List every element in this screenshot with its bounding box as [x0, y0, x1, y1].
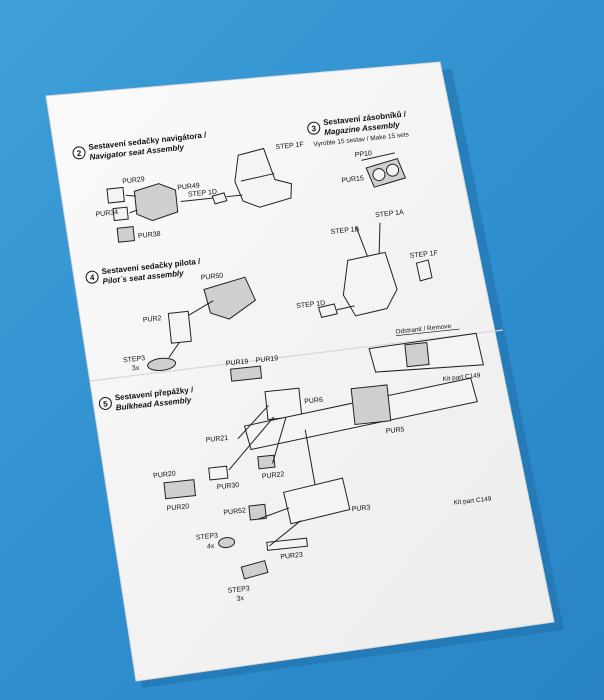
label-step3-a: STEP3: [123, 355, 146, 364]
label-pur49: PUR49: [177, 182, 200, 191]
label-pur2: PUR2: [143, 315, 162, 324]
part-step1f-b: [415, 259, 433, 282]
label-pur29: PUR29: [122, 176, 145, 185]
label-3x-a: 3x: [132, 365, 141, 373]
label-step3-c: STEP3: [227, 585, 250, 594]
label-step1d-b: STEP 1D: [296, 300, 326, 310]
label-pur6: PUR6: [304, 397, 323, 406]
label-pur3: PUR3: [351, 504, 370, 513]
part-pur20: [163, 479, 197, 500]
part-pur29: [106, 186, 125, 204]
part-pur3: [283, 477, 351, 525]
label-step1a: STEP 1A: [375, 209, 405, 219]
label-pur20-b: PUR20: [166, 503, 189, 512]
label-step3-b: STEP3: [196, 532, 219, 541]
label-step1f-a: STEP 1F: [275, 141, 304, 151]
fold-crease: [89, 329, 504, 382]
part-pur38: [116, 226, 136, 243]
part-step1d-b: [317, 303, 338, 318]
step2-diagram: PUR29 PUR34 PUR49 PUR38 STEP 1D STEP 1F: [95, 141, 304, 243]
step3-number-circle: [307, 121, 321, 135]
part-pur2: [167, 310, 192, 344]
label-3x-b: 3x: [236, 595, 245, 603]
label-pur5: PUR5: [386, 426, 405, 435]
label-pur23: PUR23: [280, 552, 303, 561]
label-pur19-a: PUR19: [226, 358, 249, 367]
step3-number: 3: [311, 124, 317, 133]
part-step3-a: [147, 357, 177, 372]
part-pilot-seat: [342, 251, 398, 317]
part-pur49: [133, 183, 179, 222]
label-pur22: PUR22: [262, 471, 285, 480]
part-pur50: [203, 276, 257, 320]
step4-number-circle: [85, 270, 99, 284]
label-kit-c149-b: Kit part C149: [453, 496, 492, 507]
step2-number-circle: [72, 146, 86, 160]
instruction-sheet: [45, 61, 555, 682]
part-navigator-seat: [234, 147, 292, 208]
step4-number: 4: [89, 273, 95, 282]
label-pur38: PUR38: [138, 231, 161, 240]
part-pur5: [350, 384, 392, 426]
label-4x: 4x: [207, 543, 216, 551]
label-pur52: PUR52: [223, 507, 246, 516]
label-step1b: STEP 1B: [330, 226, 360, 236]
part-pur30: [208, 465, 229, 481]
label-pur19-b: PUR19: [255, 355, 278, 364]
label-step1d-a: STEP 1D: [188, 189, 218, 199]
part-pur23: [266, 537, 308, 551]
label-pp10: PP10: [354, 150, 372, 159]
label-kit-c149-a: Kit part C149: [442, 372, 481, 383]
label-pur15: PUR15: [341, 175, 364, 184]
step2-number: 2: [76, 149, 82, 158]
part-pur34: [112, 206, 129, 222]
label-pur34: PUR34: [95, 209, 118, 218]
step5-diagram: PUR19 PUR19 PUR6 PUR5 PUR21 PUR20 PUR20 …: [153, 355, 492, 603]
part-step3-c: [240, 560, 269, 580]
part-step3-b: [218, 537, 236, 549]
step3-diagram: PP10 PUR15: [341, 150, 407, 188]
removed-area: [404, 341, 430, 368]
label-pur20-a: PUR20: [153, 471, 176, 480]
label-pur21: PUR21: [205, 435, 228, 444]
part-pur19: [229, 365, 263, 382]
label-pur30: PUR30: [216, 482, 239, 491]
step5-number-circle: [98, 396, 112, 410]
label-step1f-b: STEP 1F: [409, 250, 438, 260]
step5-number: 5: [103, 399, 109, 408]
step4-diagram: PUR50 PUR2 STEP3 3x STEP 1B STEP 1A STEP…: [123, 209, 439, 373]
label-pur50: PUR50: [200, 272, 223, 281]
part-pur22: [257, 454, 276, 470]
part-step1d-small: [211, 192, 228, 205]
